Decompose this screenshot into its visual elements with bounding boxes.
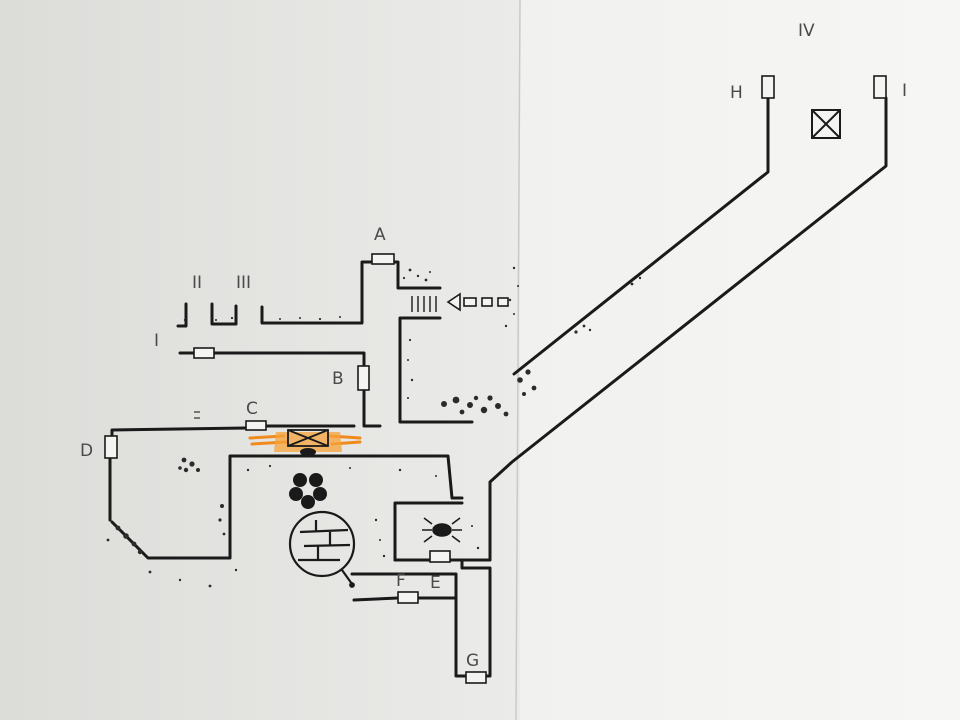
door-room-1 <box>193 347 215 359</box>
tick-mark <box>194 411 200 419</box>
door-e <box>429 550 451 563</box>
rubble-pile-symbol <box>106 266 642 588</box>
crate-symbol <box>287 429 329 447</box>
door-label-d: D <box>80 441 93 461</box>
door-label-f: F <box>396 571 406 591</box>
room-numeral-1: I <box>154 331 159 351</box>
door-label-g: G <box>466 651 479 671</box>
left-page <box>0 0 520 720</box>
spider-symbol <box>422 517 462 543</box>
walls <box>108 96 888 678</box>
room-numeral-4: IV <box>798 21 815 41</box>
page-fold <box>515 0 521 720</box>
door-a <box>371 253 395 265</box>
door-g <box>465 671 487 684</box>
door-b <box>357 365 370 391</box>
door-label-a: A <box>374 225 386 245</box>
door-label-b: B <box>332 369 344 389</box>
door-i <box>873 75 887 99</box>
door-label-c: C <box>246 399 258 419</box>
room-numeral-2: II <box>192 273 202 293</box>
door-h <box>761 75 775 99</box>
door-label-i: I <box>902 81 907 101</box>
well-symbol <box>288 510 356 588</box>
entrance-arrow-symbol <box>446 292 509 312</box>
door-c <box>245 420 267 431</box>
door-label-e: E <box>430 573 441 593</box>
doors <box>104 75 887 684</box>
room-numeral-3: III <box>236 273 251 293</box>
door-d <box>104 435 118 459</box>
flower-symbol <box>289 473 327 509</box>
right-page <box>520 0 960 720</box>
labels: I II III IV A B C D E F G H I <box>80 21 907 671</box>
stairs-icon <box>411 296 437 312</box>
treasure-box-icon <box>811 109 841 139</box>
door-label-h: H <box>730 83 743 103</box>
door-f <box>397 591 419 604</box>
fire-trap-symbol <box>248 429 362 456</box>
